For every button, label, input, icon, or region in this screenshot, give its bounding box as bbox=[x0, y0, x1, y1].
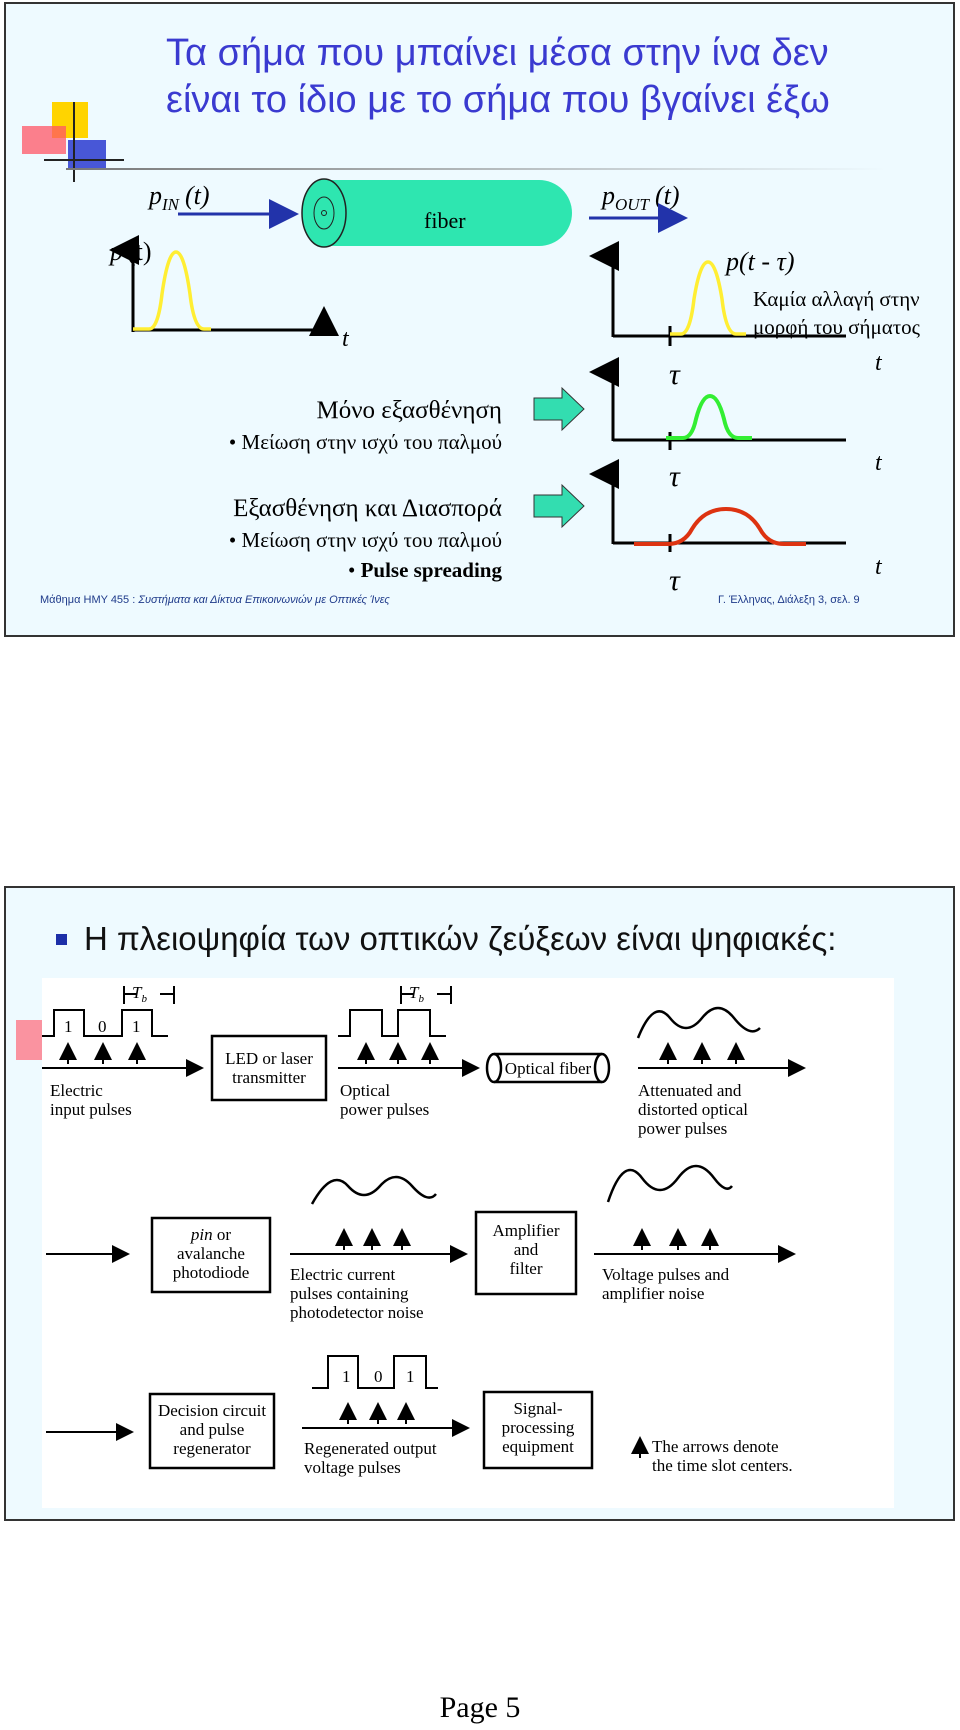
case1-title: Μόνο εξασθένηση bbox=[317, 397, 502, 424]
signal-label-3: equipment bbox=[502, 1437, 574, 1456]
fiber-cylinder bbox=[301, 178, 572, 248]
fiber-diagram: pIN(t) fiber pOUT(t) p(t) t p(t - τ) Καμ… bbox=[108, 178, 921, 597]
regenerated-label-1: Regenerated output bbox=[304, 1439, 437, 1458]
regenerated-label-2: voltage pulses bbox=[304, 1458, 401, 1477]
slide-fiber-signal: Τα σήμα που μπαίνει μέσα στην ίνα δεν εί… bbox=[4, 2, 955, 637]
decorative-square bbox=[16, 1020, 44, 1060]
amplifier-label-2: and bbox=[514, 1240, 539, 1259]
electric-input-label-1: Electric bbox=[50, 1081, 103, 1100]
block-arrow-dispersion bbox=[533, 483, 585, 529]
block-arrow-attenuation bbox=[533, 386, 585, 432]
input-pulse bbox=[133, 250, 211, 331]
out1-pulse bbox=[670, 260, 746, 336]
p-in-label: pIN(t) bbox=[147, 181, 210, 214]
out3-tau-label: τ bbox=[669, 564, 681, 597]
bit-in-0: 0 bbox=[98, 1017, 107, 1036]
out3-t-label: t bbox=[875, 554, 883, 580]
pt-axis-label: p(t) bbox=[108, 237, 152, 266]
pin-label-2: avalanche bbox=[177, 1244, 245, 1263]
electric-input-label-2: input pulses bbox=[50, 1100, 132, 1119]
out2-tau-label: τ bbox=[669, 460, 681, 493]
arrows-note-1: The arrows denote bbox=[652, 1437, 779, 1456]
slide-title-line-2: είναι το ίδιο με το σήμα που βγαίνει έξω bbox=[166, 79, 830, 121]
slide1-footer-left: Μάθημα ΗΜΥ 455 : Συστήματα και Δίκτυα Επ… bbox=[40, 594, 390, 606]
footer-course: Μάθημα ΗΜΥ 455 : bbox=[40, 594, 139, 606]
bit-in-1: 1 bbox=[64, 1017, 73, 1036]
voltage-label-1: Voltage pulses and bbox=[602, 1265, 730, 1284]
electric-current-label-1: Electric current bbox=[290, 1265, 396, 1284]
signal-label-2: processing bbox=[502, 1418, 575, 1437]
amplifier-label-3: filter bbox=[509, 1259, 542, 1278]
case2-bullet-1: • Μείωση στην ισχύ του παλμού bbox=[229, 528, 502, 552]
footer-course-title: Συστήματα και Δίκτυα Επικοινωνιών με Οπτ… bbox=[138, 594, 390, 606]
attenuated-label-1: Attenuated and bbox=[638, 1081, 742, 1100]
decision-label-1: Decision circuit bbox=[158, 1401, 266, 1420]
slide2-heading: Η πλειοψηφία των οπτικών ζεύξεων είναι ψ… bbox=[84, 920, 837, 957]
out2-pulse bbox=[666, 393, 752, 440]
out2-t-label: t bbox=[875, 450, 883, 476]
attenuated-label-2: distorted optical bbox=[638, 1100, 748, 1119]
slide-title-line-1: Τα σήμα που μπαίνει μέσα στην ίνα δεν bbox=[166, 32, 829, 74]
no-change-line-1: Καμία αλλαγή στην bbox=[753, 287, 920, 311]
optical-power-label-2: power pulses bbox=[340, 1100, 429, 1119]
p-out-label: pOUT(t) bbox=[600, 181, 680, 214]
arrows-note-2: the time slot centers. bbox=[652, 1456, 793, 1475]
pin-label-3: photodiode bbox=[173, 1263, 250, 1282]
bit-in-2: 1 bbox=[132, 1017, 141, 1036]
no-change-line-2: μορφή του σήματος bbox=[753, 315, 921, 339]
p-shift-label: p(t - τ) bbox=[724, 247, 795, 276]
title-underline bbox=[66, 168, 886, 170]
optical-power-label-1: Optical bbox=[340, 1081, 390, 1100]
slide-title: Τα σήμα που μπαίνει μέσα στην ίνα δεν εί… bbox=[166, 30, 830, 124]
electric-current-label-3: photodetector noise bbox=[290, 1303, 424, 1322]
bit-out-0: 0 bbox=[374, 1367, 383, 1386]
pin-label-1: pin or bbox=[190, 1225, 231, 1244]
fiber-label: fiber bbox=[424, 208, 466, 233]
attenuated-label-3: power pulses bbox=[638, 1119, 727, 1138]
page-number: Page 5 bbox=[439, 1691, 521, 1724]
out3-pulse bbox=[634, 506, 806, 546]
amplifier-label-1: Amplifier bbox=[492, 1221, 559, 1240]
out1-tau-label: τ bbox=[669, 358, 681, 391]
voltage-label-2: amplifier noise bbox=[602, 1284, 704, 1303]
square-bullet-icon bbox=[56, 934, 67, 945]
led-label-2: transmitter bbox=[232, 1068, 306, 1087]
case2-title: Εξασθένηση και Διασπορά bbox=[233, 495, 502, 522]
input-t-label: t bbox=[342, 326, 350, 352]
optical-fiber-label: Optical fiber bbox=[505, 1059, 592, 1078]
case1-bullet: • Μείωση στην ισχύ του παλμού bbox=[229, 430, 502, 454]
signal-label-1: Signal- bbox=[513, 1399, 562, 1418]
bit-out-2: 1 bbox=[406, 1367, 415, 1386]
slide1-footer-right: Γ. Έλληνας, Διάλεξη 3, σελ. 9 bbox=[718, 594, 860, 606]
case2-bullet-2: • Pulse spreading bbox=[348, 558, 503, 582]
decision-label-2: and pulse bbox=[180, 1420, 245, 1439]
out1-t-label: t bbox=[875, 350, 883, 376]
bit-out-1: 1 bbox=[342, 1367, 351, 1386]
decision-label-3: regenerator bbox=[173, 1439, 251, 1458]
tb-label-2: Tb bbox=[409, 983, 424, 1005]
digital-link-diagram: Tb Tb 1 0 1 Electric input pulses LED or… bbox=[42, 978, 894, 1508]
electric-current-label-2: pulses containing bbox=[290, 1284, 409, 1303]
tb-label-1: Tb bbox=[132, 983, 147, 1005]
led-label-1: LED or laser bbox=[225, 1049, 313, 1068]
slide-digital-links: Η πλειοψηφία των οπτικών ζεύξεων είναι ψ… bbox=[4, 886, 955, 1521]
decorative-squares-logo bbox=[22, 102, 124, 182]
